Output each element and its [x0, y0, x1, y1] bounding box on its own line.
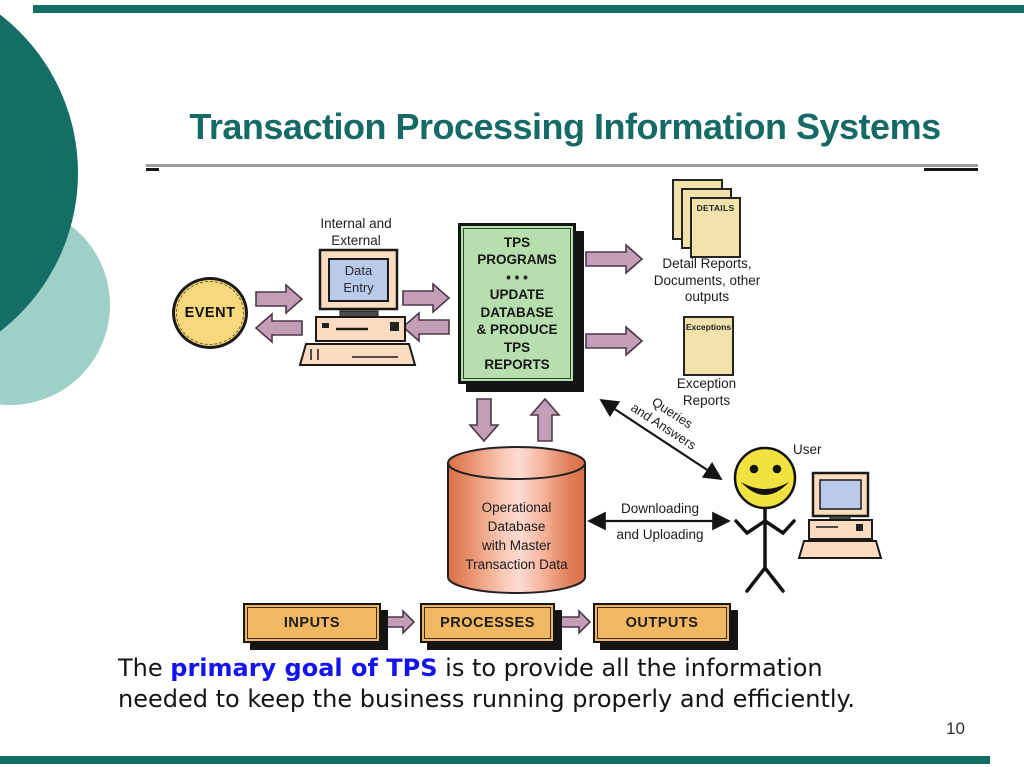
title-underline-left-accent	[146, 168, 159, 171]
page-title: Transaction Processing Information Syste…	[189, 106, 941, 147]
goal-rest-line1: is to provide all the information	[437, 654, 823, 682]
outputs-label: OUTPUTS	[597, 607, 727, 639]
tps-line-5: DATABASE	[480, 304, 554, 320]
tps-line-6: & PRODUCE	[476, 322, 558, 337]
decor-bottom-bar	[0, 756, 990, 764]
event-label: EVENT	[184, 305, 236, 321]
data-entry-screen-text: Data Entry	[343, 263, 374, 295]
user-computer-icon	[797, 471, 883, 559]
database-line1: Operational	[481, 500, 552, 515]
user-label: User	[793, 442, 822, 457]
exception-reports-caption: Exception Reports	[648, 376, 765, 409]
title-underline-right-accent	[924, 168, 978, 171]
exception-caption-line2: Reports	[682, 392, 731, 408]
tps-programs-box: TPS PROGRAMS • • • UPDATE DATABASE & PRO…	[458, 223, 576, 384]
tps-line-8: REPORTS	[484, 357, 550, 372]
goal-line2: needed to keep the business running prop…	[118, 685, 855, 713]
arrow-tps-to-exceptions	[585, 325, 644, 357]
exception-caption-line1: Exception	[676, 376, 737, 391]
arrow-processes-to-outputs	[559, 609, 592, 635]
detail-caption-line1: Detail Reports,	[662, 256, 752, 271]
page-number: 10	[946, 719, 965, 738]
user-icon	[733, 446, 797, 593]
detail-reports-caption: Detail Reports, Documents, other outputs	[638, 256, 776, 306]
decor-top-bar	[33, 5, 1024, 13]
arrow-tps-to-pc	[401, 311, 450, 343]
tps-line-1: TPS	[503, 234, 531, 250]
tps-line-4: UPDATE	[489, 287, 545, 302]
database-label: Operational Database with Master Transac…	[448, 498, 585, 574]
goal-text: The primary goal of TPS is to provide al…	[118, 653, 948, 715]
processes-label: PROCESSES	[424, 607, 551, 639]
detail-caption-line2: Documents, other	[653, 272, 761, 288]
inputs-label: INPUTS	[247, 607, 377, 639]
tps-line-7: TPS	[503, 339, 531, 355]
arrow-inputs-to-processes	[383, 609, 416, 635]
arrow-pc-to-event	[254, 312, 303, 344]
database-line4: Transaction Data	[465, 557, 568, 572]
data-entry-caption: Internal and External	[300, 216, 412, 249]
event-node-inner-ring: EVENT	[176, 281, 244, 345]
arrow-pc-to-tps	[402, 282, 451, 314]
goal-highlight: primary goal of TPS	[170, 654, 438, 682]
arrow-db-to-tps	[529, 397, 561, 442]
flow-arrows	[254, 243, 644, 635]
detail-docs-page-front: DETAILS	[690, 197, 741, 258]
details-doc-label: DETAILS	[696, 203, 735, 213]
data-entry-caption-line1: Internal and	[320, 216, 392, 231]
tps-line-2: PROGRAMS	[477, 252, 557, 267]
arrow-tps-to-details	[585, 243, 644, 275]
inputs-box: INPUTS	[243, 603, 381, 643]
downloading-label: Downloading	[620, 501, 700, 516]
processes-box: PROCESSES	[420, 603, 555, 643]
exceptions-page: Exceptions	[683, 316, 734, 376]
outputs-box: OUTPUTS	[593, 603, 731, 643]
database-line2: Database	[487, 519, 546, 534]
event-node: EVENT	[172, 277, 248, 349]
goal-prefix: The	[118, 654, 171, 682]
arrow-tps-to-db	[468, 398, 500, 443]
tps-programs-text: TPS PROGRAMS • • • UPDATE DATABASE & PRO…	[463, 228, 571, 379]
data-entry-caption-line2: External	[331, 232, 381, 248]
detail-caption-line3: outputs	[684, 289, 730, 304]
title-underline	[146, 164, 978, 167]
database-line3: with Master	[481, 538, 552, 553]
arrow-event-to-pc	[255, 283, 304, 315]
tps-line-3: • • •	[506, 269, 528, 285]
exceptions-doc-label: Exceptions	[685, 322, 732, 332]
uploading-label: and Uploading	[616, 527, 704, 542]
